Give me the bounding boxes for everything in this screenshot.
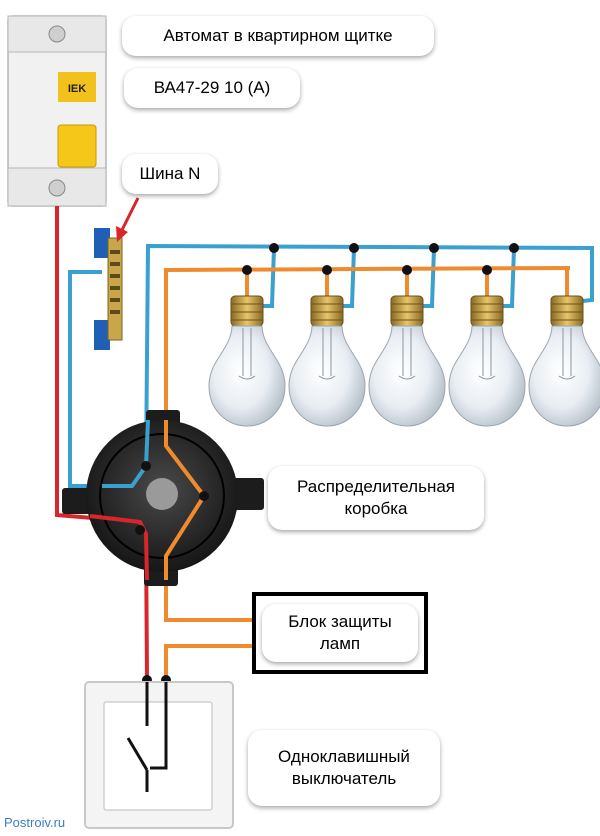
lamp-bulb: [368, 295, 446, 427]
breaker-label: Автомат в квартирном щитке: [122, 16, 434, 56]
arrow-icon: [116, 197, 140, 242]
lamp-protection-text-line2: ламп: [319, 634, 361, 653]
lamp-protection-text-line1: Блок защиты: [288, 612, 392, 631]
breaker-label-text: Автомат в квартирном щитке: [163, 26, 393, 45]
circuit-breaker: IEK: [7, 15, 107, 207]
watermark: Postroiv.ru: [4, 815, 66, 830]
lamp-row: [208, 295, 600, 427]
junction-box-label: Распределительная коробка: [268, 466, 484, 530]
lamp-bulb: [448, 295, 526, 427]
lamp-protection-label: Блок защиты ламп: [262, 604, 418, 662]
breaker-model-text: ВА47-29 10 (А): [153, 78, 271, 97]
switch-text-line1: Одноклавишный: [278, 747, 410, 766]
switch-label: Одноклавишный выключатель: [248, 730, 440, 806]
junction-box-text-line2: коробка: [344, 499, 408, 518]
neutral-wire-in-box: [102, 419, 150, 488]
lamp-bulb: [288, 295, 366, 427]
lamp-bulb: [528, 295, 600, 427]
lamp-protection-frame: Блок защиты ламп: [252, 592, 428, 674]
neutral-bus-text: Шина N: [139, 164, 201, 183]
neutral-bus-label: Шина N: [122, 154, 218, 194]
junction-box-text-line1: Распределительная: [296, 477, 455, 496]
junction-box: [62, 410, 264, 586]
switch-text-line2: выключатель: [291, 769, 397, 788]
light-switch: [84, 681, 234, 829]
switched-wire-switch: [164, 644, 252, 680]
lamp-bulb: [208, 295, 286, 427]
brand-logo: IEK: [68, 83, 86, 95]
neutral-bus: [94, 228, 123, 350]
breaker-model-label: ВА47-29 10 (А): [124, 68, 300, 108]
neutral-wire-box-to-lamps: [144, 243, 594, 467]
